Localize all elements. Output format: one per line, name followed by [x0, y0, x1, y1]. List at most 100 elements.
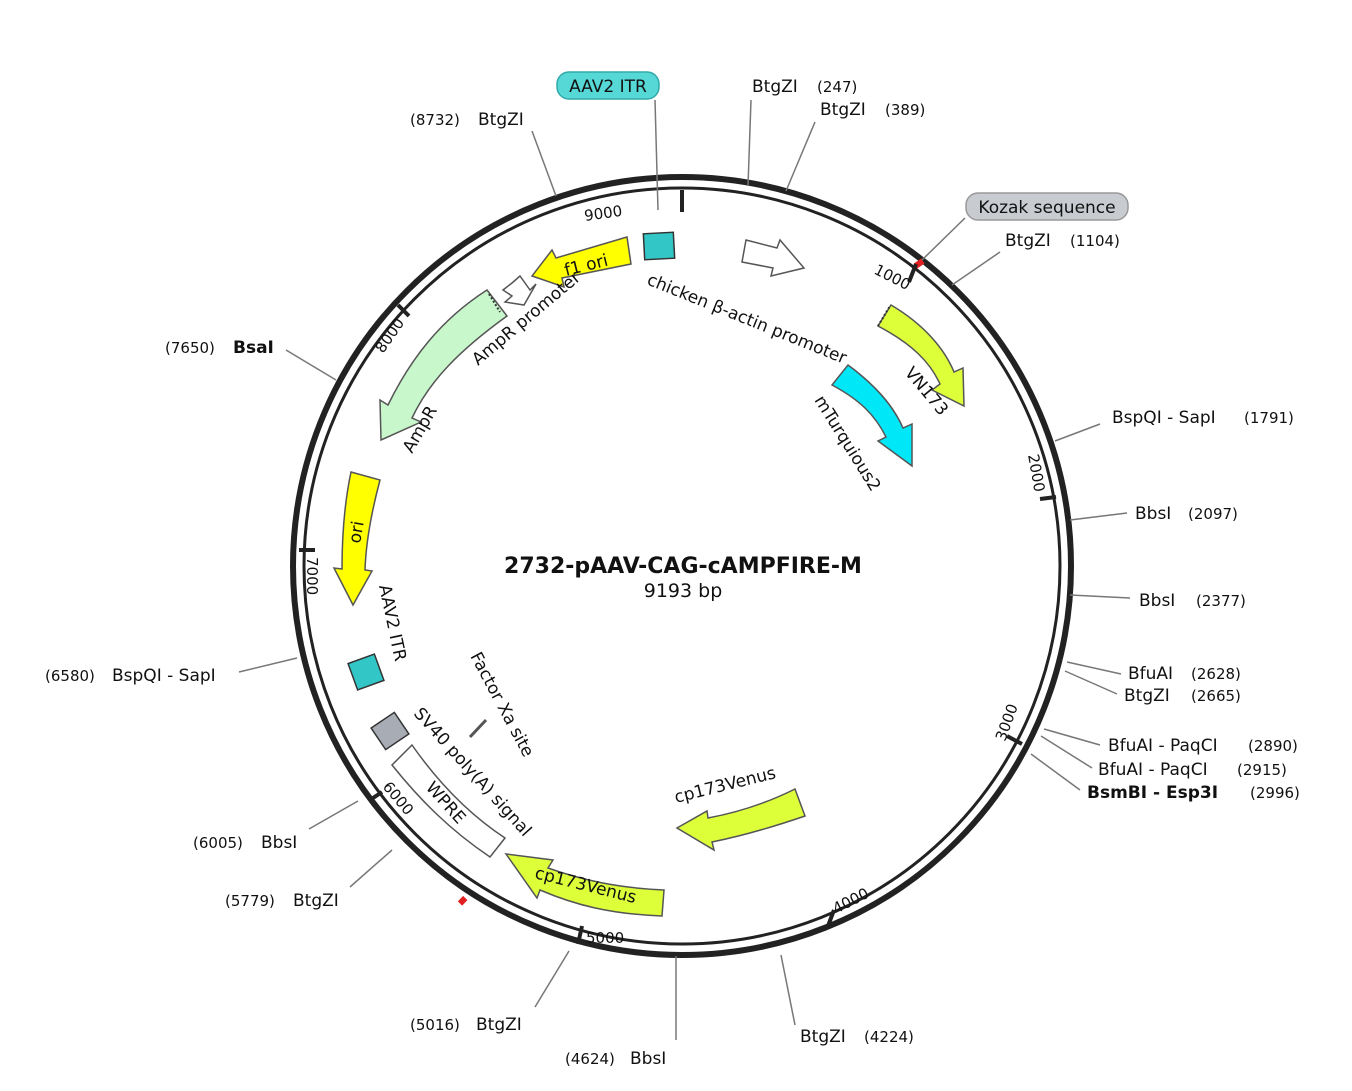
site-leaders	[238, 99, 1131, 1040]
site-pos-8732: (8732)	[410, 111, 460, 129]
ori-arrow	[332, 471, 381, 607]
site-name-5016: BtgZI	[476, 1015, 522, 1035]
wpre-feature	[390, 743, 507, 859]
site-pos-2377: (2377)	[1196, 592, 1246, 610]
site-pos-2890: (2890)	[1248, 737, 1298, 755]
leader-2915	[1040, 735, 1093, 769]
leader-1104	[951, 251, 1001, 286]
ampr-arrow	[379, 288, 509, 442]
cp173venus-inner-label: cp173Venus	[672, 763, 778, 808]
site-name-2377: BbsI	[1139, 591, 1175, 611]
site-name-2915: BfuAI - PaqCI	[1098, 760, 1208, 780]
ampr-dotted-boundary	[488, 293, 501, 313]
leader-2890	[1043, 728, 1101, 746]
site-pos-6580: (6580)	[45, 667, 95, 685]
leader-5016	[534, 950, 570, 1008]
tick-mark-8000	[396, 303, 411, 318]
backbone-outer-ring	[290, 174, 1074, 958]
chicken-actin-label: chicken β-actin promoter	[644, 270, 849, 368]
cp173venus-inner-arrow	[675, 787, 806, 852]
site-name-389: BtgZI	[820, 100, 866, 120]
leader-2628	[1066, 661, 1122, 675]
backbone-red-marker	[457, 895, 468, 906]
site-name-6580: BspQI - SapI	[112, 666, 216, 686]
restriction-site-labels: BtgZI (247) BtgZI (389) BtgZI (1104) Bsp…	[45, 77, 1300, 1069]
tick-label-1000: 1000	[871, 261, 913, 294]
site-pos-5779: (5779)	[225, 892, 275, 910]
tick-label-9000: 9000	[583, 202, 623, 225]
leader-6005	[308, 800, 359, 830]
leader-389	[785, 121, 816, 192]
site-pos-2996: (2996)	[1250, 784, 1300, 802]
plasmid-length: 9193 bp	[644, 580, 723, 602]
kozak-callout: Kozak sequence	[965, 192, 1129, 221]
tick-mark-2000	[1039, 495, 1057, 501]
tick-label-4000: 4000	[830, 884, 872, 917]
site-name-1791: BspQI - SapI	[1112, 408, 1216, 428]
site-name-2996: BsmBI - Esp3I	[1087, 783, 1218, 803]
tick-mark-6000	[368, 790, 384, 802]
site-pos-7650: (7650)	[165, 339, 215, 357]
sv40-polya-feature	[370, 711, 410, 751]
site-pos-1791: (1791)	[1244, 409, 1294, 427]
tick-mark-5000	[576, 925, 584, 945]
backbone	[290, 174, 1074, 958]
tick-marks	[299, 190, 1057, 945]
site-name-2890: BfuAI - PaqCI	[1108, 736, 1218, 756]
site-pos-389: (389)	[885, 101, 925, 119]
aav2-itr-callout-box	[556, 71, 660, 100]
aav2-itr-left-feature	[347, 653, 385, 691]
plasmid-name: 2732-pAAV-CAG-cAMPFIRE-M	[504, 554, 862, 579]
site-pos-6005: (6005)	[193, 834, 243, 852]
site-pos-4624: (4624)	[565, 1050, 615, 1068]
site-pos-247: (247)	[817, 78, 857, 96]
site-pos-5016: (5016)	[410, 1016, 460, 1034]
site-pos-2915: (2915)	[1237, 761, 1287, 779]
site-name-4624: BbsI	[630, 1049, 666, 1069]
leader-kozak	[921, 217, 966, 261]
tick-mark-4000	[826, 909, 836, 927]
kozak-callout-box	[965, 192, 1129, 221]
leader-2097	[1069, 512, 1128, 521]
site-name-247: BtgZI	[752, 77, 798, 97]
tick-label-5000: 5000	[586, 929, 624, 947]
site-pos-2628: (2628)	[1191, 665, 1241, 683]
leader-1791	[1054, 423, 1101, 442]
leader-2665	[1064, 670, 1118, 695]
chicken-actin-promoter-arrow	[741, 238, 806, 278]
ori-label: ori	[345, 520, 369, 545]
aav2-itr-callout-label: AAV2 ITR	[569, 77, 647, 97]
site-name-1104: BtgZI	[1005, 231, 1051, 251]
site-name-2097: BbsI	[1135, 504, 1171, 524]
leader-5779	[349, 849, 393, 888]
leader-7650	[285, 349, 337, 381]
site-pos-2665: (2665)	[1191, 687, 1241, 705]
site-name-2628: BfuAI	[1128, 664, 1173, 684]
factor-xa-label: Factor Xa site	[466, 649, 538, 760]
tick-mark-3000	[1006, 734, 1023, 746]
site-name-6005: BbsI	[261, 833, 297, 853]
aav2-itr-left-label: AAV2 ITR	[374, 583, 410, 663]
backbone-inner-ring	[302, 186, 1062, 946]
site-pos-2097: (2097)	[1188, 505, 1238, 523]
tick-mark-1000	[907, 263, 918, 283]
site-name-8732: BtgZI	[478, 110, 524, 130]
aav2-itr-top-feature	[642, 231, 676, 261]
factor-xa-marker	[468, 718, 488, 739]
kozak-callout-label: Kozak sequence	[978, 198, 1115, 218]
site-name-4224: BtgZI	[800, 1027, 846, 1047]
leader-8732	[531, 130, 557, 197]
leader-2377	[1069, 594, 1131, 599]
site-pos-1104: (1104)	[1070, 232, 1120, 250]
site-name-2665: BtgZI	[1124, 686, 1170, 706]
f1-ori-arrow	[530, 236, 632, 289]
site-name-5779: BtgZI	[293, 891, 339, 911]
site-name-7650: BsaI	[233, 338, 274, 358]
tick-label-7000: 7000	[303, 557, 321, 595]
leader-247	[747, 99, 752, 187]
ampr-promoter-arrow	[501, 274, 537, 306]
mturquoise2-arrow	[830, 363, 913, 468]
leader-6580	[238, 657, 298, 673]
site-pos-4224: (4224)	[864, 1028, 914, 1046]
